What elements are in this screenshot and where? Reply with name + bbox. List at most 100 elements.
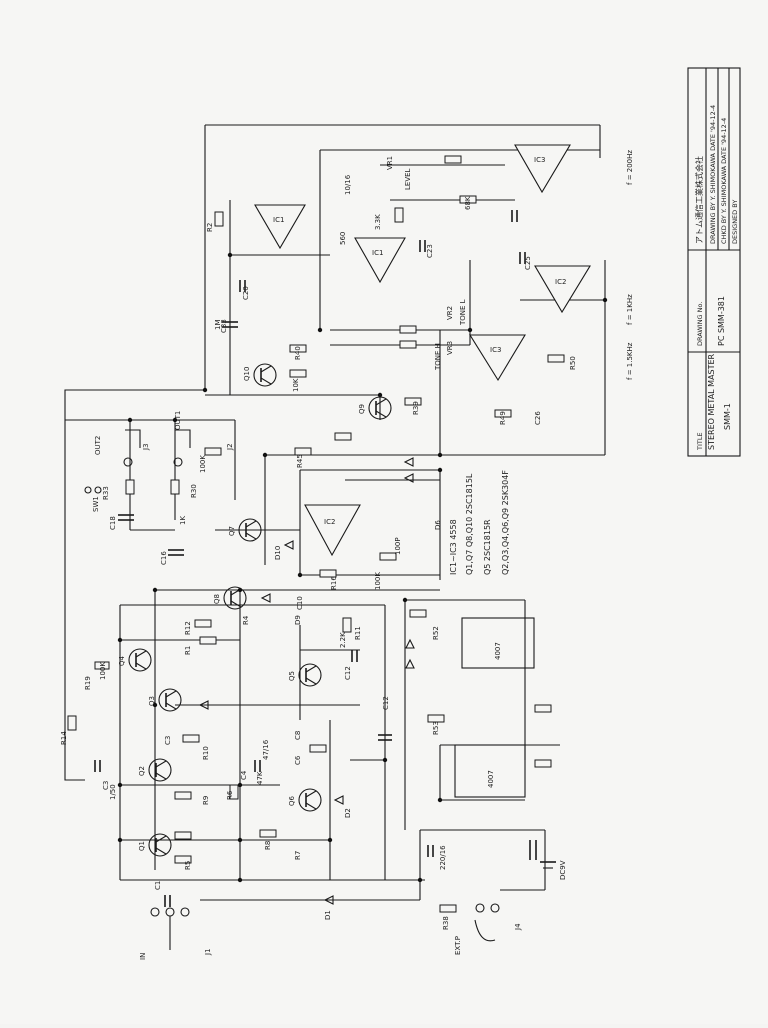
label-r4: R4 — [242, 615, 250, 625]
label-r53: R53 — [432, 721, 440, 735]
label-c8: C8 — [294, 731, 302, 740]
label-d2: D2 — [344, 808, 352, 818]
vr1-label: VR1 — [386, 156, 394, 170]
label-c23: C23 — [426, 244, 434, 258]
label-r14: R14 — [60, 731, 68, 745]
resistor-r36 — [399, 325, 417, 334]
jack-out2: OUT2 J3 — [94, 429, 150, 467]
label-c11: C3 — [102, 781, 110, 790]
capacitors — [94, 210, 537, 907]
label-r9: R9 — [202, 796, 210, 805]
opamp-ic3-top: IC3 — [514, 144, 571, 194]
ic1b-label: IC1 — [372, 249, 383, 257]
transistor-label-q8: Q8 — [213, 594, 221, 604]
ic5-label: 4007 — [487, 770, 495, 788]
label-d1: D1 — [324, 910, 332, 920]
opamp-ic1-mid: IC1 — [354, 237, 406, 284]
label-r40: R40 — [294, 346, 302, 360]
label-v1k: 1K — [179, 516, 187, 525]
label-d6: D6 — [434, 520, 442, 530]
j1-label: J1 — [204, 948, 212, 956]
resistor-r38 — [439, 904, 457, 913]
diode-d10 — [283, 540, 294, 550]
jack-j1-input: IN J1 — [139, 907, 212, 960]
vr2-label: VR2 — [446, 306, 454, 320]
opamp-ic1-top: IC1 — [254, 204, 306, 250]
logic-ic-lower: 4007 — [454, 744, 526, 798]
transistor-q2: Q2 — [138, 758, 172, 782]
opamp-ic3-mid: IC3 — [469, 334, 526, 382]
capacitor-c1 — [164, 895, 171, 907]
resistor-r20 — [444, 155, 462, 164]
capacitor-c20 — [239, 280, 246, 292]
label-v10u: 10/16 — [344, 174, 352, 195]
label-c20: C20 — [242, 286, 250, 300]
label-r49: R49 — [499, 411, 507, 425]
switch-sw1: SW1 — [84, 486, 102, 512]
label-c25: C25 — [524, 256, 532, 270]
capacitor-c14 — [378, 734, 392, 741]
capacitor-c4 — [254, 760, 261, 772]
resistor-r1 — [199, 636, 217, 645]
logic-ic-upper: 4007 — [461, 617, 535, 669]
capacitor-c16 — [168, 549, 184, 556]
out2-label: OUT2 — [94, 436, 102, 455]
transistor-label-q6: Q6 — [288, 795, 296, 806]
battery-dc9v: DC9V — [540, 860, 567, 880]
capacitor-c18 — [118, 514, 134, 521]
transistor-q1: Q1 — [138, 833, 172, 857]
j2-label: J2 — [226, 443, 234, 451]
label-r38: R38 — [442, 916, 450, 930]
resistor-r43 — [334, 432, 352, 441]
label-v220: 220/16 — [439, 845, 447, 870]
transistor-label-q3: Q3 — [148, 696, 156, 706]
label-v1m: 1M — [214, 320, 222, 331]
diode-d9 — [260, 593, 271, 603]
drawing-number: PC SMM-381 — [717, 296, 726, 346]
label-r6: R6 — [226, 790, 234, 800]
label-r30: R30 — [190, 484, 198, 498]
resistor-r39 — [404, 397, 422, 406]
capacitor-c35 — [427, 845, 434, 857]
resistor-r27 — [394, 207, 404, 223]
label-v100k-c: 100K — [199, 455, 207, 473]
label-r2: R2 — [206, 223, 214, 232]
label-r5: R5 — [184, 861, 192, 870]
transistor-q4: Q4 — [118, 648, 152, 672]
label-v47k: 47K — [256, 771, 264, 785]
parts-list: IC1~IC3 4558 Q1,Q7 Q8,Q10 2SC1815L Q5 2S… — [449, 470, 510, 575]
label-c4: C4 — [240, 770, 248, 780]
checked-by: CHKD BY Y. SHIMOKAWA DATE '94-12-4 — [720, 118, 728, 244]
label-c18: C18 — [109, 516, 117, 530]
input-label: IN — [139, 953, 147, 960]
diode-d8 — [405, 638, 415, 649]
label-v68k: 68K — [464, 196, 472, 210]
opamp-ic2: IC2 — [534, 265, 591, 314]
transistor-label-q10: Q10 — [243, 367, 251, 381]
resistor-r3 — [174, 831, 192, 840]
capacitor-c23 — [419, 240, 426, 252]
resistor-r35 — [379, 552, 397, 561]
transistor-q3: Q3 — [148, 688, 182, 712]
diodes — [198, 457, 415, 905]
label-c33: C33 — [220, 319, 228, 333]
ic4-label: 4007 — [494, 642, 502, 660]
resistor-r44 — [289, 369, 307, 378]
transistor-label-q7: Q7 — [228, 526, 236, 536]
label-r50: R50 — [569, 356, 577, 370]
label-r7: R7 — [294, 851, 302, 860]
component-labels: R2 C33 C20 C23 C25 C26 R49 R50 R39 R40 R… — [60, 174, 577, 930]
out1-label: OUT1 — [174, 411, 182, 430]
resistor-r6 — [229, 784, 239, 800]
label-r45: R45 — [296, 454, 304, 468]
resistor-r9 — [174, 791, 192, 800]
label-r52: R52 — [432, 626, 440, 640]
label-d10: D10 — [274, 546, 282, 560]
capacitor-c11 — [94, 760, 101, 772]
resistor-r55 — [534, 759, 552, 768]
diode-d3 — [323, 895, 334, 905]
freq-annotation-3: f = 1.5KHz — [626, 342, 634, 380]
label-r10: R10 — [202, 746, 210, 760]
label-v10k: 10K — [292, 378, 300, 392]
